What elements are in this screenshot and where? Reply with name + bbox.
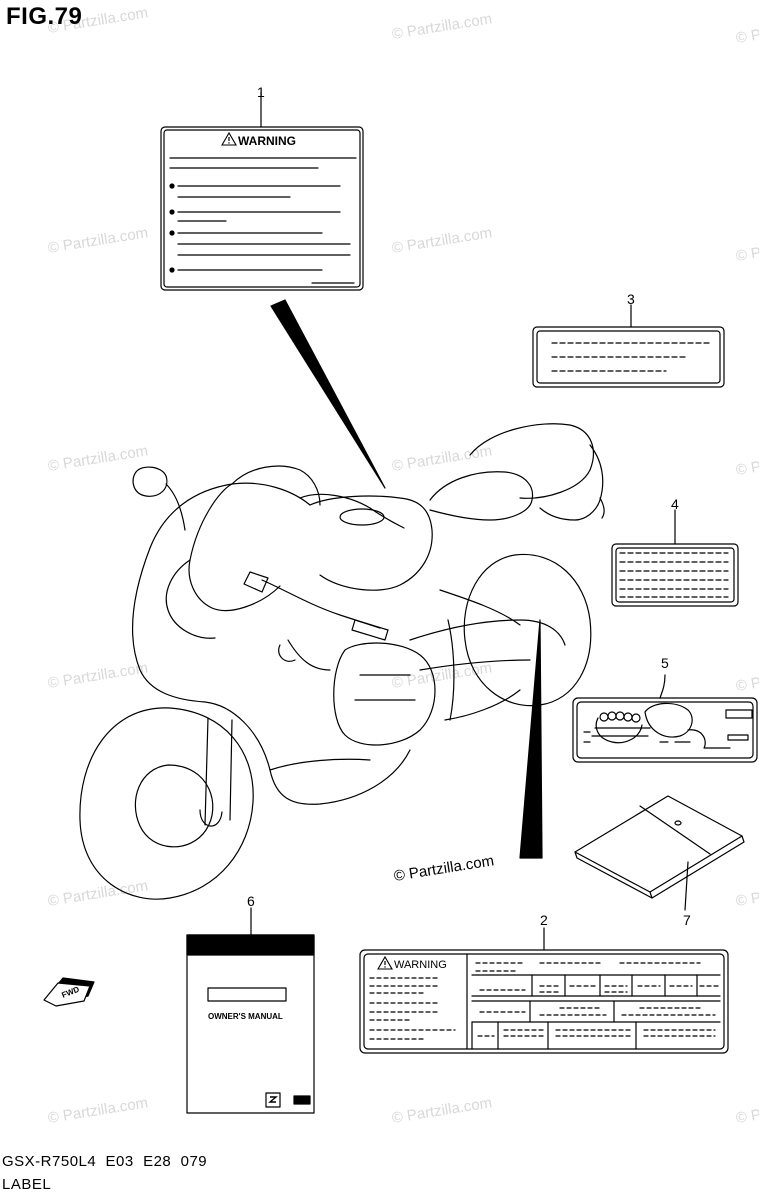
fwd-arrow-icon	[43, 977, 95, 1007]
callout-6: 6	[247, 893, 255, 909]
label-1-heading: WARNING	[238, 134, 296, 148]
part-name: LABEL	[2, 1176, 52, 1193]
label-2-warning-table	[359, 927, 729, 1054]
callout-2: 2	[540, 912, 548, 928]
item-6-owners-manual	[186, 907, 315, 1114]
figure-title: FIG.79	[6, 3, 83, 30]
warning-triangle-icon	[221, 131, 237, 146]
leader-wedge-2	[519, 619, 543, 859]
label-4	[611, 509, 739, 607]
callout-1: 1	[257, 84, 265, 100]
suzuki-logo-icon	[268, 1096, 278, 1103]
callout-3: 3	[627, 291, 635, 307]
warning-triangle-icon	[377, 955, 393, 970]
motorcycle-drawing	[79, 423, 605, 900]
label-5-diagram	[572, 674, 758, 763]
item-7-booklet	[574, 795, 745, 911]
callout-5: 5	[661, 655, 669, 671]
callout-7: 7	[683, 912, 691, 928]
model-code: GSX-R750L4 E03 E28 079	[2, 1153, 208, 1170]
label-2-heading: WARNING	[394, 959, 447, 971]
label-3	[532, 304, 725, 388]
leader-wedge-1	[270, 299, 386, 489]
label-1-warning	[160, 91, 364, 291]
manual-title: OWNER'S MANUAL	[208, 1012, 283, 1021]
callout-4: 4	[671, 496, 679, 512]
